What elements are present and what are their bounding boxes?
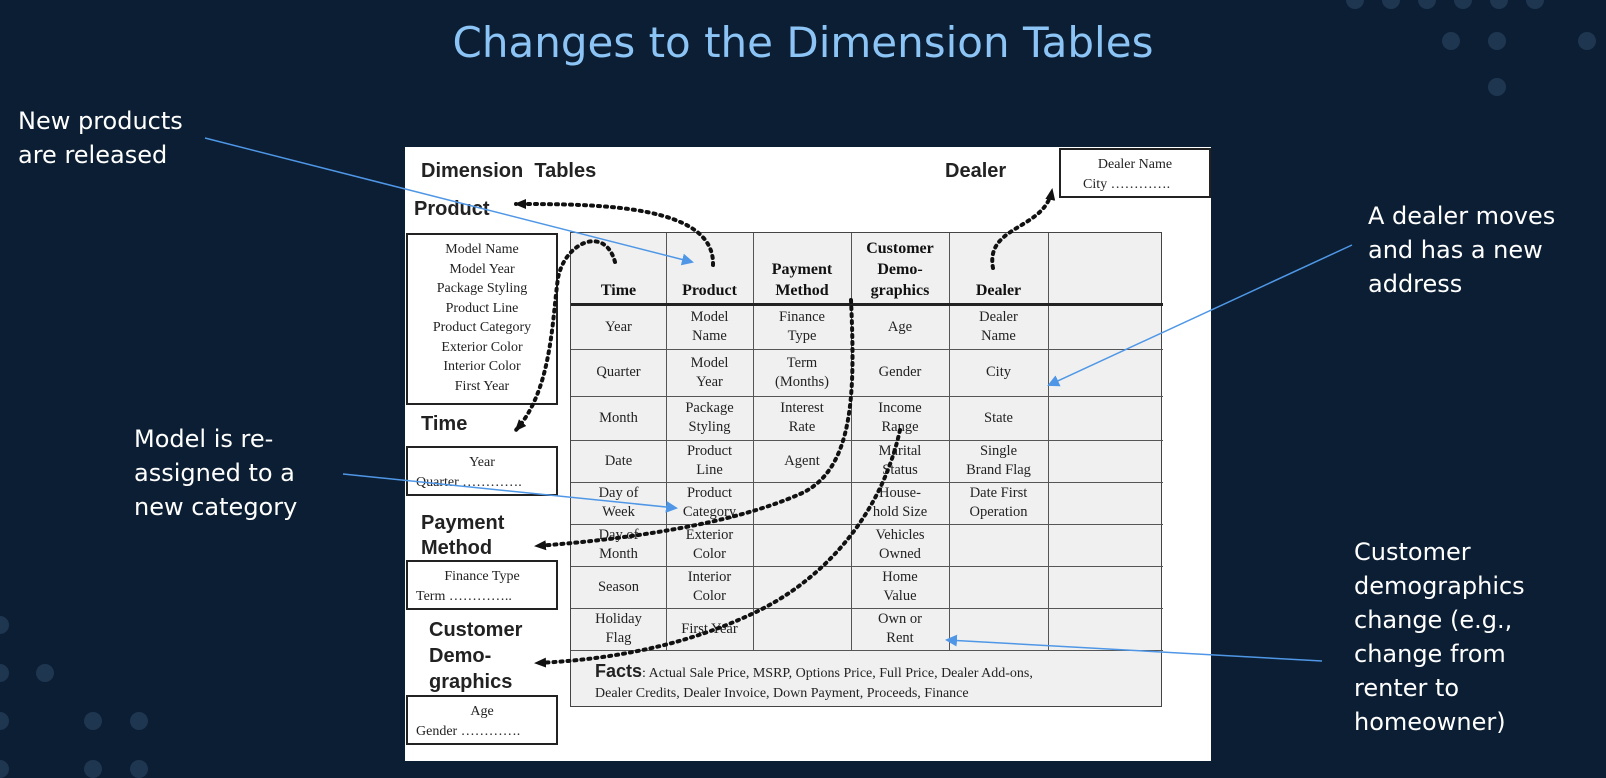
- dimension-diagram: Dimension Tables Dealer Dealer Name City…: [405, 147, 1211, 761]
- callout-arrow-dealer-moves: [1047, 244, 1353, 387]
- table-row-divider: [571, 482, 1163, 483]
- product-box-line: Product Line: [445, 300, 519, 316]
- diagram-heading: Dimension Tables: [421, 160, 597, 182]
- table-column-divider: [666, 233, 667, 650]
- table-cell: Income Range: [878, 400, 922, 435]
- callout-arrow-model-reassigned: [342, 473, 678, 513]
- table-cell: Season: [597, 578, 640, 595]
- facts-label: Facts: [595, 661, 643, 681]
- dealer-dimension-box: Dealer Name City ………….: [1059, 148, 1211, 198]
- table-header-cell: Time: [600, 282, 637, 299]
- table-column-divider: [949, 233, 950, 650]
- table-cell: Package Styling: [685, 400, 734, 435]
- customer-dimension-box: Age Gender ………….: [406, 695, 558, 745]
- fact-table: Time Product Payment Method Customer Demo- …: [570, 232, 1163, 707]
- dealer-label: Dealer: [945, 160, 1007, 182]
- table-row-divider: [571, 650, 1163, 651]
- time-box-line: Quarter ………….: [416, 474, 522, 490]
- product-box-line: Model Name: [445, 242, 519, 257]
- product-box-line: Model Year: [449, 261, 515, 277]
- slide-title: Changes to the Dimension Tables: [452, 18, 1154, 67]
- table-cell: Month: [599, 409, 638, 426]
- payment-dimension-box: Finance Type Term …………..: [406, 560, 558, 610]
- customer-box-line: Age: [470, 704, 494, 719]
- annotation-dealer-moves: A dealer moves and has a new address: [1368, 202, 1556, 298]
- callout-arrow-customer-change: [945, 634, 1323, 662]
- dealer-box-line: Dealer Name: [1097, 157, 1173, 172]
- table-cell: City: [986, 364, 1011, 380]
- dotted-arrow-dealer: [990, 188, 1056, 270]
- product-box-line: Product Category: [432, 320, 532, 335]
- table-header-divider: [571, 303, 1163, 306]
- annotation-new-products: New products are released: [18, 107, 183, 169]
- table-cell: Exterior Color: [685, 527, 734, 562]
- time-box-line: Year: [469, 455, 495, 470]
- table-column-divider: [753, 233, 754, 650]
- table-cell: Year: [605, 318, 632, 335]
- table-cell: Home Value: [882, 569, 918, 604]
- dotted-arrow-time: [514, 239, 617, 432]
- table-row-divider: [571, 566, 1163, 567]
- table-cell: Quarter: [596, 364, 641, 380]
- product-label: Product: [414, 198, 490, 220]
- table-row-divider: [571, 396, 1163, 397]
- annotation-customer-change: Customer demographics change (e.g., chan…: [1354, 538, 1525, 736]
- customer-label: Customer Demo- graphics: [429, 619, 523, 693]
- table-cell: Day of Week: [598, 485, 639, 520]
- payment-label: Payment Method: [421, 512, 505, 559]
- table-cell: Single Brand Flag: [966, 443, 1031, 478]
- table-cell: Product Line: [686, 443, 733, 478]
- table-row-divider: [571, 440, 1163, 441]
- table-header-cell: Customer Demo- graphics: [866, 240, 934, 299]
- table-cell: Finance Type: [779, 309, 825, 344]
- time-dimension-box: Year Quarter ………….: [406, 446, 558, 496]
- dotted-arrow-product: [514, 199, 716, 267]
- table-cell: Model Name: [690, 309, 729, 344]
- table-cell: House- hold Size: [872, 485, 928, 520]
- table-row-divider: [571, 349, 1163, 350]
- table-cell: Own or Rent: [878, 611, 922, 646]
- product-box-line: Exterior Color: [441, 339, 523, 355]
- table-header-cell: Product: [682, 282, 737, 299]
- table-cell: Product Category: [682, 485, 737, 520]
- table-cell: Interior Color: [687, 569, 732, 604]
- payment-box-line: Finance Type: [444, 569, 520, 584]
- callout-arrow-new-products: [204, 137, 694, 266]
- product-box-line: Package Styling: [436, 281, 528, 296]
- table-column-divider: [1048, 233, 1049, 650]
- product-box-line: Interior Color: [443, 359, 521, 374]
- table-cell: Date First Operation: [969, 485, 1028, 520]
- dotted-arrow-payment: [534, 298, 855, 551]
- table-cell: Agent: [784, 452, 820, 469]
- table-cell: Date: [604, 452, 633, 469]
- table-header-cell: Dealer: [975, 282, 1022, 299]
- dotted-arrow-customer: [534, 428, 902, 668]
- table-cell: Holiday Flag: [595, 611, 642, 646]
- dealer-box-line: City ………….: [1083, 176, 1171, 192]
- table-cell: Vehicles Owned: [875, 527, 925, 562]
- table-row-divider: [571, 608, 1163, 609]
- time-label: Time: [421, 413, 468, 435]
- product-dimension-box: Model Name Model Year Package Styling Pr…: [406, 233, 558, 405]
- table-cell: Interest Rate: [780, 400, 824, 435]
- table-column-divider: [851, 233, 852, 650]
- facts-row: Facts: Actual Sale Price, MSRP, Options …: [595, 661, 1033, 704]
- product-box-line: First Year: [454, 378, 510, 394]
- table-cell: Gender: [878, 364, 922, 380]
- table-cell: Term (Months): [775, 354, 829, 390]
- table-cell: Model Year: [690, 354, 729, 390]
- facts-text: : Actual Sale Price, MSRP, Options Price…: [595, 666, 1033, 701]
- table-cell: Age: [887, 318, 913, 335]
- table-cell: Dealer Name: [979, 309, 1018, 344]
- annotation-model-reassigned: Model is re- assigned to a new category: [134, 425, 298, 521]
- table-cell: State: [984, 409, 1013, 426]
- customer-box-line: Gender ………….: [416, 723, 521, 739]
- table-header-cell: Payment Method: [771, 261, 833, 299]
- table-row-divider: [571, 524, 1163, 525]
- payment-box-line: Term …………..: [416, 588, 512, 604]
